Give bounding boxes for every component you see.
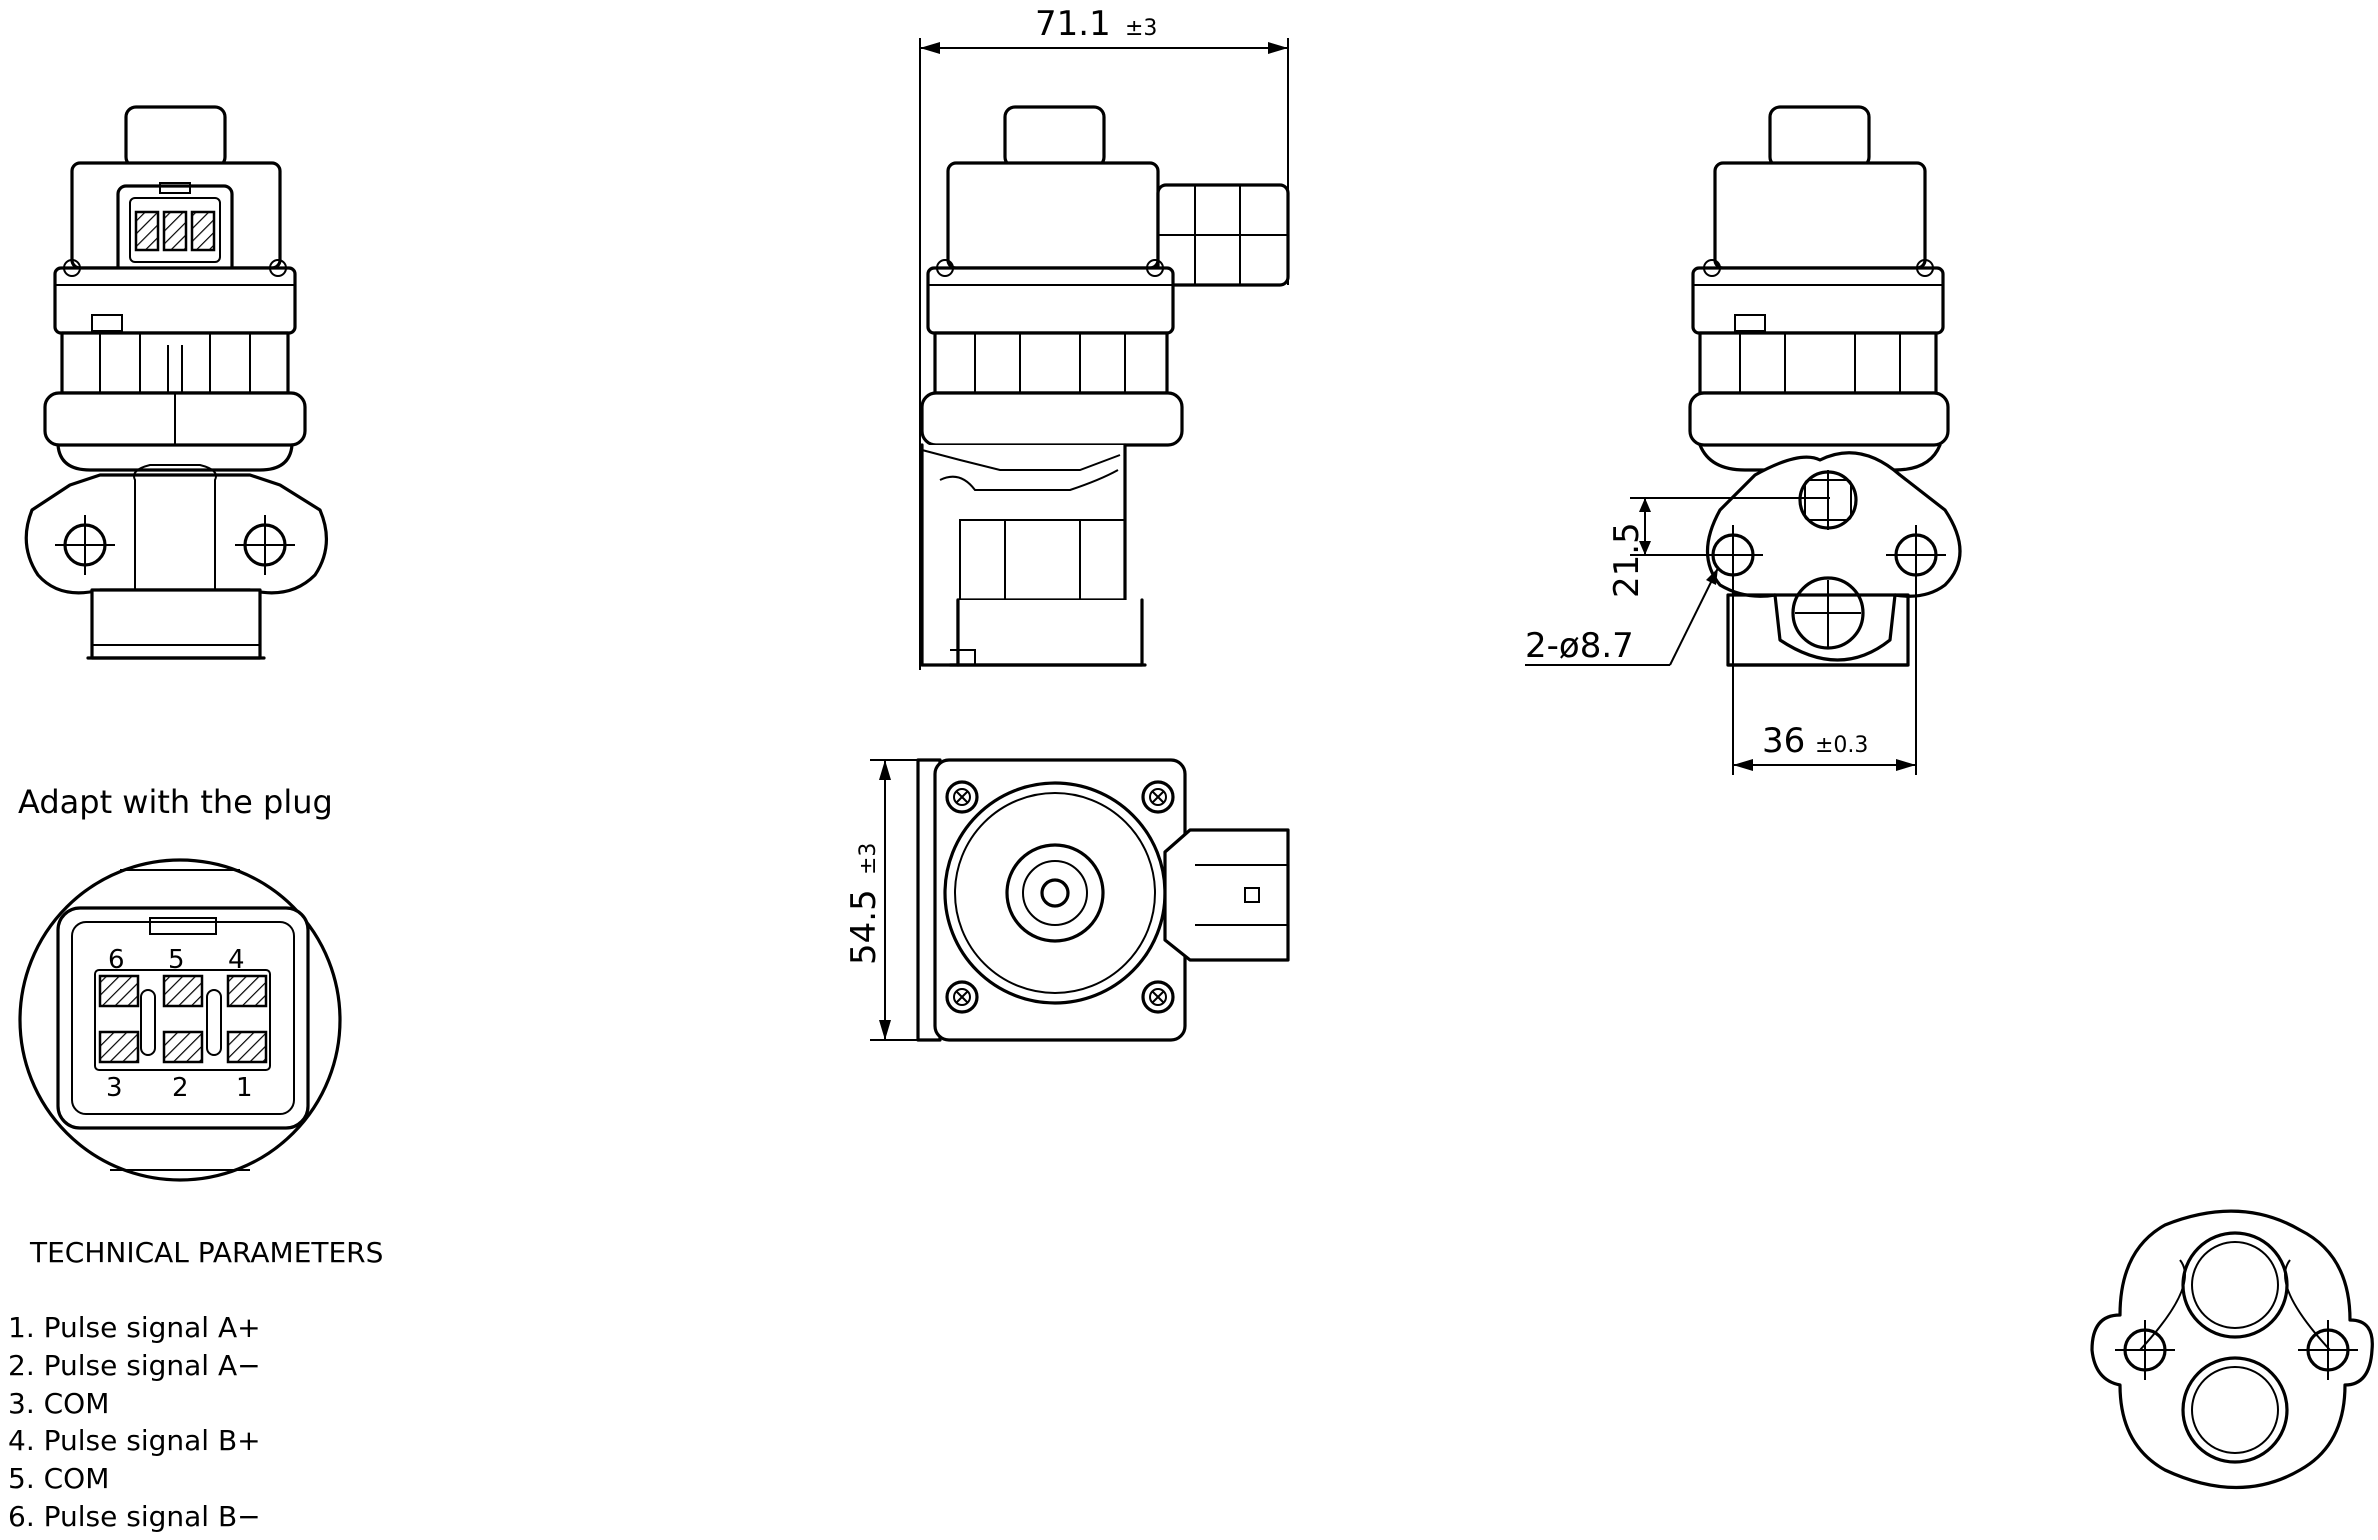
side-view [920, 105, 1290, 667]
width-dimension-tolerance: ±3 [1125, 16, 1157, 41]
parameter-item: 3. COM [8, 1387, 109, 1420]
pin-2-label: 2 [172, 1073, 189, 1103]
depth-dimension-value: 54.5 [844, 889, 884, 965]
dimension-depth: 54.5 ±3 [844, 759, 935, 1041]
hole-horizontal-spacing-value: 36 [1762, 721, 1805, 761]
dimension-hole-vertical: 21.5 [1607, 497, 1830, 598]
dimension-hole-horizontal: 36 ±0.3 [1732, 575, 1917, 775]
top-view [916, 758, 1290, 1042]
pin-3-label: 3 [106, 1073, 123, 1103]
parameter-item: 2. Pulse signal A− [8, 1349, 261, 1382]
dimension-width: 71.1 ±3 [919, 4, 1289, 670]
gasket-view [2090, 1209, 2374, 1489]
hole-diameter-callout: 2-ø8.7 [1525, 626, 1634, 666]
parameters-title: TECHNICAL PARAMETERS [29, 1236, 383, 1269]
rear-view [1688, 105, 1962, 667]
parameter-item: 4. Pulse signal B+ [8, 1424, 261, 1457]
pin-6-label: 6 [108, 945, 125, 975]
hole-vertical-spacing: 21.5 [1607, 522, 1647, 598]
hole-horizontal-spacing-tolerance: ±0.3 [1815, 733, 1868, 758]
pin-5-label: 5 [168, 945, 185, 975]
front-view [24, 105, 329, 660]
parameter-item: 5. COM [8, 1462, 109, 1495]
width-dimension-value: 71.1 [1035, 4, 1111, 44]
parameter-item: 1. Pulse signal A+ [8, 1311, 261, 1344]
pin-1-label: 1 [236, 1073, 253, 1103]
depth-dimension-tolerance: ±3 [856, 843, 881, 875]
plug-title: Adapt with the plug [18, 783, 333, 821]
parameter-item: 6. Pulse signal B− [8, 1500, 261, 1533]
front-connector-face [116, 182, 234, 276]
pin-4-label: 4 [228, 945, 245, 975]
plug-detail: 6 5 4 3 2 1 [18, 858, 342, 1182]
hole-callout: 2-ø8.7 [1525, 567, 1719, 666]
parameters-list: TECHNICAL PARAMETERS 1. Pulse signal A+ … [8, 1236, 383, 1533]
